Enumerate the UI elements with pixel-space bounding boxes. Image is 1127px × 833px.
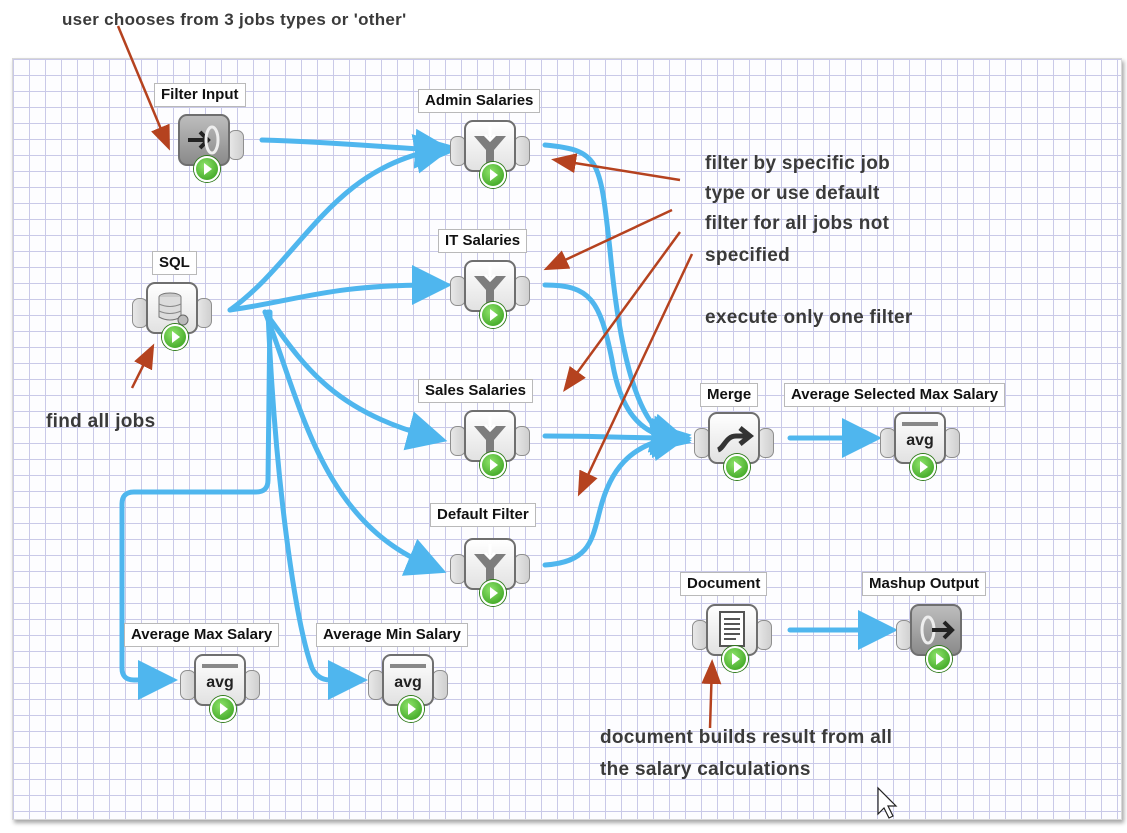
node-admin-salaries[interactable]	[450, 120, 530, 188]
annotation-arrow-default	[577, 253, 694, 497]
output-port[interactable]	[514, 426, 530, 456]
mouse-cursor-icon	[877, 786, 898, 819]
annotation-arrow-document	[701, 659, 722, 729]
database-icon	[146, 282, 198, 334]
run-button[interactable]	[910, 454, 936, 480]
node-avg-selected[interactable]: avg	[880, 412, 960, 480]
run-button[interactable]	[162, 324, 188, 350]
annotation-filter-line3: filter for all jobs not	[705, 213, 890, 234]
run-button[interactable]	[480, 162, 506, 188]
run-button[interactable]	[480, 580, 506, 606]
label-filter-input: Filter Input	[154, 83, 246, 107]
connector-sql-sales	[262, 309, 448, 451]
connector-sql-avgmin	[265, 309, 368, 700]
run-button[interactable]	[194, 156, 220, 182]
output-port[interactable]	[756, 620, 772, 650]
annotation-filter-line1: filter by specific job	[705, 153, 891, 174]
label-avg-selected: Average Selected Max Salary	[784, 383, 1006, 407]
avg-icon-text: avg	[906, 432, 934, 449]
run-button[interactable]	[210, 696, 236, 722]
annotation-arrow-it	[543, 208, 673, 271]
node-sales-salaries[interactable]	[450, 410, 530, 478]
connector-it-merge	[542, 282, 692, 456]
output-port[interactable]	[514, 136, 530, 166]
output-port[interactable]	[944, 428, 960, 458]
label-sql: SQL	[152, 251, 197, 275]
connector-sql-avgmax	[119, 309, 273, 700]
output-port[interactable]	[514, 276, 530, 306]
connector-sales-merge	[542, 417, 692, 458]
annotation-arrow-top	[116, 25, 170, 151]
node-merge[interactable]	[694, 412, 774, 480]
label-admin-salaries: Admin Salaries	[418, 89, 541, 113]
node-mashup-output[interactable]	[896, 604, 968, 672]
connector-sql-admin	[227, 134, 455, 313]
annotation-document-line1: document builds result from all	[600, 727, 893, 748]
avg-icon-text: avg	[206, 674, 234, 691]
label-default-filter: Default Filter	[430, 503, 536, 527]
annotation-find-jobs: find all jobs	[46, 411, 156, 432]
input-icon	[178, 114, 230, 166]
annotation-execute-one: execute only one filter	[705, 307, 913, 328]
node-document[interactable]	[692, 604, 772, 672]
label-mashup-output: Mashup Output	[862, 572, 986, 596]
node-filter-input[interactable]	[172, 114, 244, 182]
node-avg-min[interactable]: avg	[368, 654, 448, 722]
avg-icon: avg	[894, 412, 946, 464]
annotation-arrow-sales	[563, 231, 682, 393]
node-avg-max[interactable]: avg	[180, 654, 260, 722]
label-merge: Merge	[700, 383, 759, 407]
connector-admin-merge	[542, 142, 692, 453]
label-avg-min: Average Min Salary	[316, 623, 468, 647]
label-it-salaries: IT Salaries	[438, 229, 528, 253]
avg-icon-text: avg	[394, 674, 422, 691]
run-button[interactable]	[480, 452, 506, 478]
node-it-salaries[interactable]	[450, 260, 530, 328]
avg-icon: avg	[382, 654, 434, 706]
output-port[interactable]	[244, 670, 260, 700]
merge-icon	[708, 412, 760, 464]
output-port[interactable]	[196, 298, 212, 328]
annotation-arrow-sql	[130, 343, 155, 389]
label-document: Document	[680, 572, 768, 596]
run-button[interactable]	[926, 646, 952, 672]
run-button[interactable]	[724, 454, 750, 480]
connector-sql-default	[262, 309, 447, 576]
run-button[interactable]	[480, 302, 506, 328]
output-port[interactable]	[758, 428, 774, 458]
output-port[interactable]	[432, 670, 448, 700]
annotation-document-line2: the salary calculations	[600, 759, 811, 780]
label-sales-salaries: Sales Salaries	[418, 379, 533, 403]
run-button[interactable]	[398, 696, 424, 722]
node-sql[interactable]	[132, 282, 212, 350]
connector-filterinput-admin	[259, 128, 455, 169]
label-avg-max: Average Max Salary	[124, 623, 280, 647]
annotation-top: user chooses from 3 jobs types or 'other…	[62, 10, 407, 29]
annotation-arrow-admin	[551, 153, 681, 182]
annotation-filter-line4: specified	[705, 245, 791, 266]
node-default-filter[interactable]	[450, 538, 530, 606]
connector-sql-it	[227, 265, 452, 313]
output-port[interactable]	[514, 554, 530, 584]
document-icon	[706, 604, 758, 656]
run-button[interactable]	[722, 646, 748, 672]
annotation-filter-line2: type or use default	[705, 183, 880, 204]
output-port[interactable]	[228, 130, 244, 160]
connector-default-merge	[542, 421, 692, 568]
